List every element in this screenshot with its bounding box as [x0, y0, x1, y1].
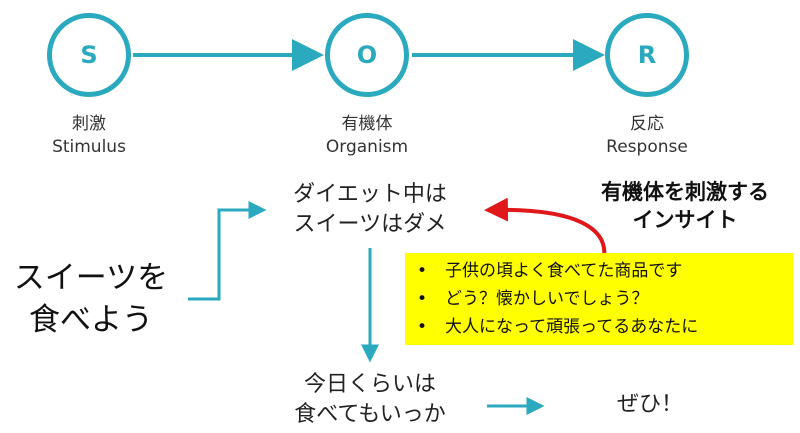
- arrow-left-to-top: [188, 201, 267, 301]
- node-r: R: [605, 13, 689, 97]
- red-insight-arrow: [484, 197, 607, 259]
- thought-bottom-line2: 食べてもいっか: [294, 402, 446, 427]
- thought-bottom: 今日くらいは 食べてもいっか: [270, 370, 470, 430]
- node-r-label-en: Response: [606, 137, 688, 157]
- node-o-letter: O: [356, 41, 378, 69]
- thought-bottom-line1: 今日くらいは: [303, 372, 436, 397]
- node-s-label-en: Stimulus: [52, 137, 126, 157]
- thought-top-line2: スイーツはダメ: [293, 212, 447, 237]
- thought-top: ダイエット中は スイーツはダメ: [270, 180, 470, 240]
- insight-title-line2: インサイト: [632, 208, 738, 232]
- bullet-marker: •: [417, 289, 428, 309]
- node-o: O: [325, 13, 409, 97]
- node-o-label-en: Organism: [325, 137, 409, 157]
- result-text: ぜひ！: [600, 390, 700, 420]
- stimulus-text: スイーツを 食べよう: [0, 257, 182, 341]
- node-r-letter: R: [637, 41, 657, 69]
- bullet-marker: •: [417, 317, 428, 337]
- stimulus-text-line2: 食べよう: [29, 302, 153, 338]
- insight-title-line1: 有機体を刺激する: [601, 180, 769, 204]
- list-item: • 子供の頃よく食べてた商品です: [417, 257, 785, 285]
- node-s-label: 刺激 Stimulus: [19, 113, 159, 159]
- list-item: • 大人になって頑張ってるあなたに: [417, 313, 785, 341]
- node-r-label-jp: 反応: [630, 114, 664, 134]
- node-o-label: 有機体 Organism: [297, 113, 437, 159]
- insight-box: • 子供の頃よく食べてた商品です • どう？懐かしいでしょう？ • 大人になって頑張っ…: [405, 253, 793, 345]
- node-s-letter: S: [80, 41, 98, 69]
- node-o-label-jp: 有機体: [341, 114, 393, 134]
- bullet-marker: •: [417, 261, 428, 281]
- result-text-value: ぜひ！: [616, 392, 683, 417]
- node-s: S: [47, 13, 131, 97]
- node-r-label: 反応 Response: [577, 113, 717, 159]
- insight-list: • 子供の頃よく食べてた商品です • どう？懐かしいでしょう？ • 大人になって頑張っ…: [417, 257, 785, 341]
- insight-item-1: 子供の頃よく食べてた商品です: [445, 261, 683, 281]
- list-item: • どう？懐かしいでしょう？: [417, 285, 785, 313]
- node-s-label-jp: 刺激: [72, 114, 106, 134]
- stimulus-text-line1: スイーツを: [13, 260, 169, 296]
- insight-item-3: 大人になって頑張ってるあなたに: [445, 317, 699, 337]
- insight-item-2: どう？懐かしいでしょう？: [445, 289, 649, 309]
- thought-top-line1: ダイエット中は: [293, 182, 447, 207]
- insight-title: 有機体を刺激する インサイト: [580, 178, 790, 234]
